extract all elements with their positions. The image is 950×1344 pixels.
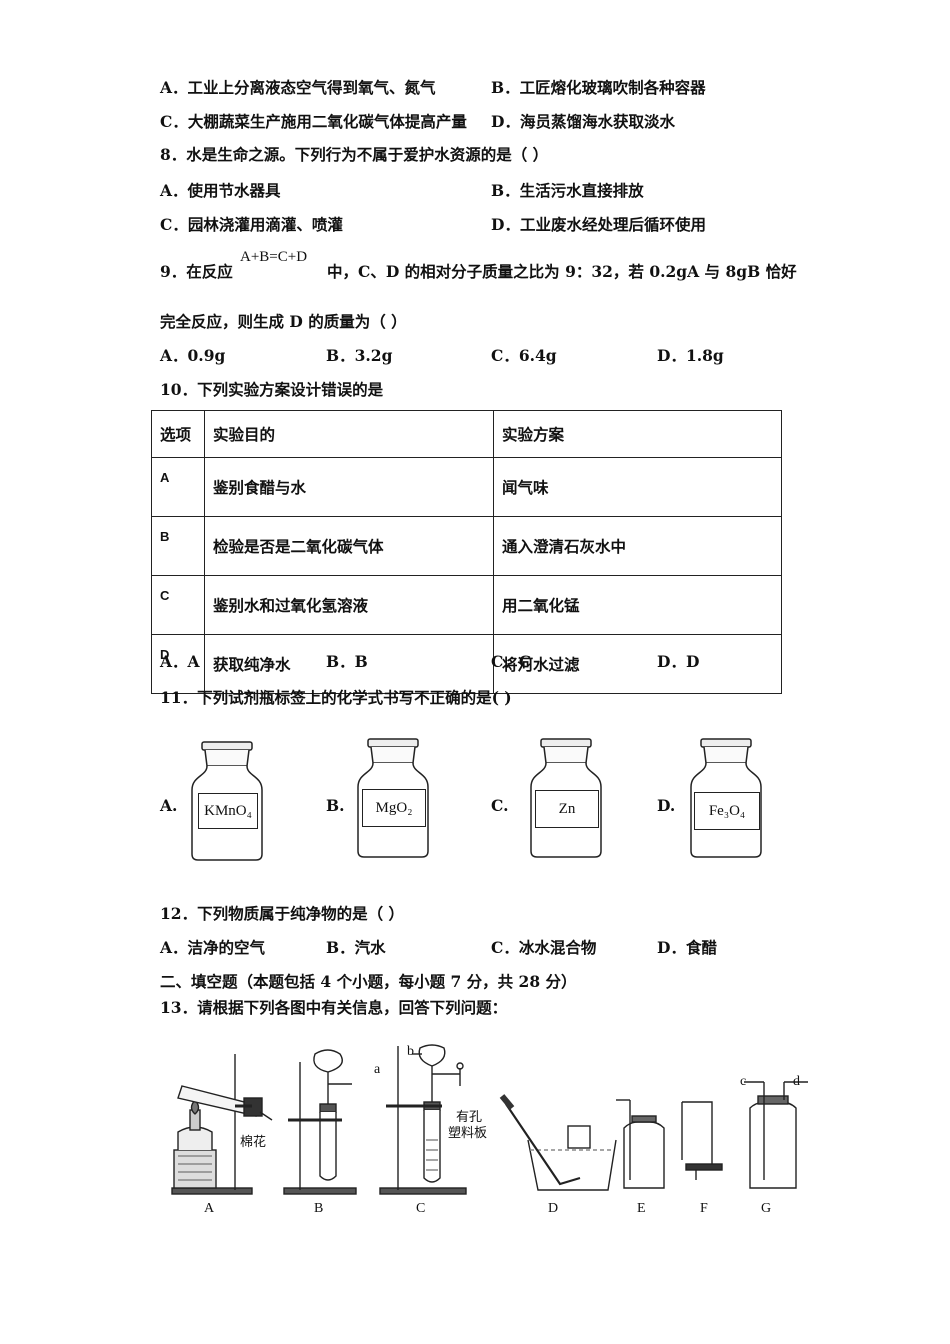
q9-option-c: C．6.4g	[491, 346, 557, 365]
q11-option-c-letter: C.	[491, 796, 509, 815]
apparatus-a-icon	[171, 1054, 273, 1195]
mark-d: d	[793, 1074, 800, 1089]
q7-option-a: A．工业上分离液态空气得到氧气、氮气	[160, 78, 436, 97]
q11-stem: 11．下列试剂瓶标签上的化学式书写不正确的是( )	[160, 688, 512, 707]
table-header-cell: 选项	[151, 410, 205, 458]
figure-label-e: E	[637, 1201, 646, 1216]
bottle-label-c: Zn	[535, 790, 599, 828]
table-cell: 闻气味	[493, 457, 782, 517]
q12-option-b: B．汽水	[326, 938, 386, 957]
q10-stem: 10．下列实验方案设计错误的是	[160, 380, 384, 399]
table-row: C 鉴别水和过氧化氢溶液 用二氧化锰	[151, 575, 782, 635]
table-header-row: 选项 实验目的 实验方案	[151, 410, 782, 458]
q9-option-a: A．0.9g	[160, 346, 226, 365]
mark-c: c	[740, 1074, 747, 1089]
q10-option-c: C．C	[491, 652, 532, 671]
figure-label-c: C	[416, 1201, 426, 1216]
q13-stem: 13．请根据下列各图中有关信息，回答下列问题：	[160, 998, 508, 1017]
q9-stem-pre: 9．在反应	[160, 262, 233, 281]
q8-stem: 8．水是生命之源。下列行为不属于爱护水资源的是（ ）	[160, 145, 549, 164]
table-cell: 获取纯净水	[204, 634, 494, 694]
apparatus-e-icon	[616, 1099, 665, 1189]
q9-formula: A+B=C+D	[240, 249, 308, 265]
apparatus-d-icon	[499, 1094, 617, 1191]
table-cell: 通入澄清石灰水中	[493, 516, 782, 576]
perforated-plate-label-2: 塑料板	[448, 1126, 488, 1141]
mark-b: b	[407, 1044, 414, 1059]
q7-option-c: C．大棚蔬菜生产施用二氧化碳气体提高产量	[160, 112, 467, 131]
table-cell: 用二氧化锰	[493, 575, 782, 635]
figure-label-a: A	[204, 1201, 215, 1216]
q9-option-b: B．3.2g	[326, 346, 393, 365]
section-2-heading: 二、填空题（本题包括 4 个小题，每小题 7 分，共 28 分）	[160, 972, 577, 991]
table-cell: D	[151, 634, 205, 694]
table-header-cell: 实验目的	[204, 410, 494, 458]
table-row: A 鉴别食醋与水 闻气味	[151, 457, 782, 517]
table-cell: 鉴别食醋与水	[204, 457, 494, 517]
q9-option-d: D．1.8g	[657, 346, 724, 365]
table-cell: C	[151, 575, 205, 635]
q9-stem-post: 中，C、D 的相对分子质量之比为 9：32，若 0.2gA 与 8gB 恰好	[327, 262, 797, 281]
q8-option-c: C．园林浇灌用滴灌、喷灌	[160, 215, 343, 234]
apparatus-b-icon	[283, 1049, 357, 1195]
perforated-plate-label-1: 有孔	[456, 1110, 483, 1125]
apparatus-g-icon	[744, 1081, 808, 1189]
table-header-cell: 实验方案	[493, 410, 782, 458]
q8-option-b: B．生活污水直接排放	[491, 181, 644, 200]
q12-option-a: A．洁净的空气	[160, 938, 266, 957]
mark-a: a	[374, 1062, 381, 1077]
q11-option-a-letter: A.	[160, 796, 178, 815]
bottle-label-b: MgO₂	[362, 789, 426, 827]
apparatus-f-icon	[681, 1101, 723, 1180]
apparatus-c-icon	[379, 1044, 467, 1195]
figure-label-b: B	[314, 1201, 324, 1216]
figure-label-g: G	[761, 1201, 772, 1216]
table-cell: 鉴别水和过氧化氢溶液	[204, 575, 494, 635]
q7-option-b: B．工匠熔化玻璃吹制各种容器	[491, 78, 706, 97]
table-cell: 将河水过滤	[493, 634, 782, 694]
q10-option-b: B．B	[326, 652, 368, 671]
table-cell: B	[151, 516, 205, 576]
q12-stem: 12．下列物质属于纯净物的是（ ）	[160, 904, 404, 923]
figure-label-d: D	[548, 1201, 559, 1216]
figure-label-f: F	[700, 1201, 708, 1216]
cotton-label: 棉花	[240, 1135, 267, 1150]
q8-option-d: D．工业废水经处理后循环使用	[491, 215, 706, 234]
bottle-label-d: Fe₃O₄	[694, 792, 760, 830]
table-row: D 获取纯净水 将河水过滤	[151, 634, 782, 694]
q11-option-b-letter: B.	[326, 796, 345, 815]
q12-option-c: C．冰水混合物	[491, 938, 597, 957]
q10-option-d: D．D	[657, 652, 700, 671]
lab-apparatus-figure	[171, 1044, 808, 1195]
table-cell: 检验是否是二氧化碳气体	[204, 516, 494, 576]
table-row: B 检验是否是二氧化碳气体 通入澄清石灰水中	[151, 516, 782, 576]
q8-option-a: A．使用节水器具	[160, 181, 281, 200]
q10-option-a: A．A	[160, 652, 200, 671]
q7-option-d: D．海员蒸馏海水获取淡水	[491, 112, 675, 131]
bottle-label-a: KMnO₄	[198, 793, 258, 829]
q10-table: 选项 实验目的 实验方案 A 鉴别食醋与水 闻气味 B 检验是否是二氧化碳气体 …	[151, 410, 782, 694]
table-cell: A	[151, 457, 205, 517]
q12-option-d: D．食醋	[657, 938, 717, 957]
q11-option-d-letter: D.	[657, 796, 676, 815]
q9-stem-line2: 完全反应，则生成 D 的质量为（ ）	[160, 312, 407, 331]
